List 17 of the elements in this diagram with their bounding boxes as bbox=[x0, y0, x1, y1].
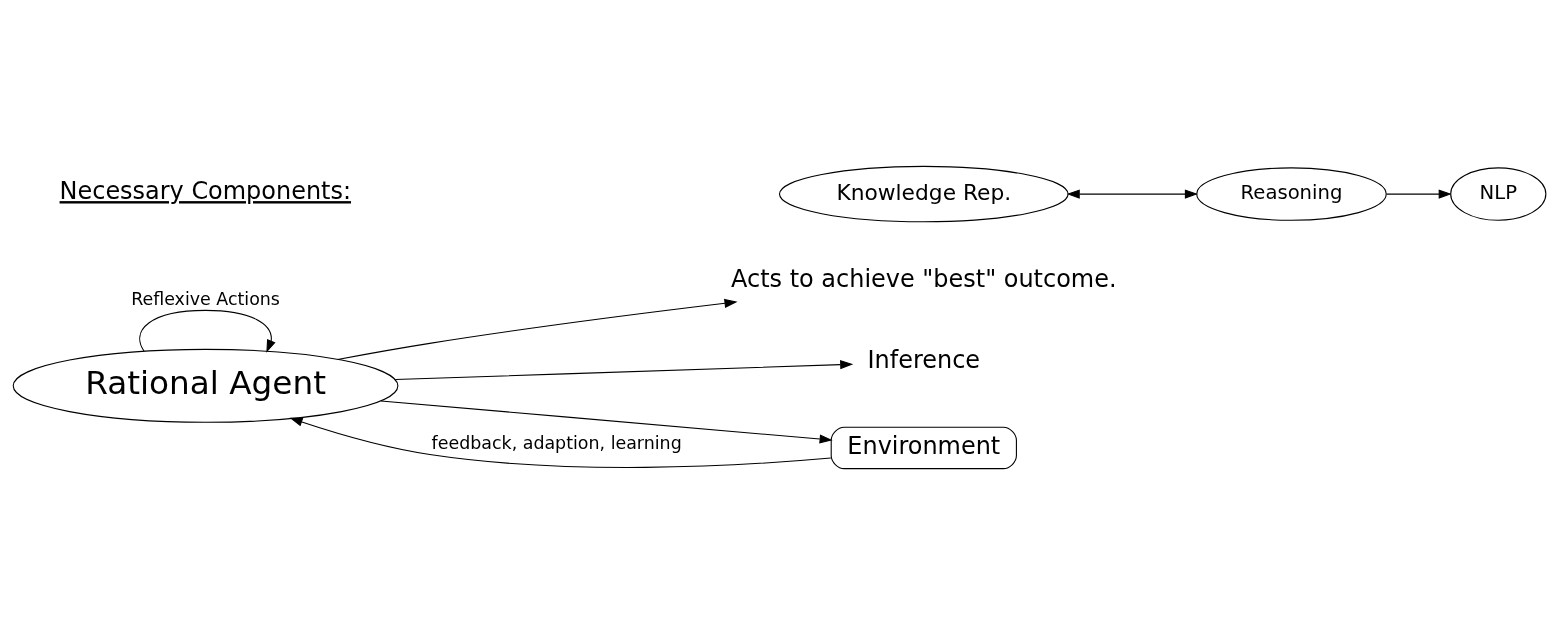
node-text: Inference bbox=[867, 345, 981, 374]
arrow bbox=[1385, 189, 1452, 199]
node-ellipse: Knowledge Rep. bbox=[778, 165, 1069, 222]
arrow bbox=[337, 298, 738, 360]
node-ellipse: NLP bbox=[1450, 166, 1547, 221]
node-ellipse: Rational Agent bbox=[12, 348, 399, 423]
arrow bbox=[394, 359, 854, 380]
arrow bbox=[1066, 189, 1198, 199]
edge-label: feedback, adaption, learning bbox=[431, 432, 682, 453]
arrow bbox=[380, 399, 833, 444]
arrow bbox=[289, 417, 832, 468]
node-text: Acts to achieve "best" outcome. bbox=[731, 264, 1117, 293]
label: Necessary Components: bbox=[59, 176, 352, 205]
arrow bbox=[139, 309, 276, 353]
edge-label: Reflexive Actions bbox=[131, 288, 280, 309]
node-box: Environment bbox=[830, 426, 1017, 469]
node-ellipse: Reasoning bbox=[1196, 166, 1387, 221]
